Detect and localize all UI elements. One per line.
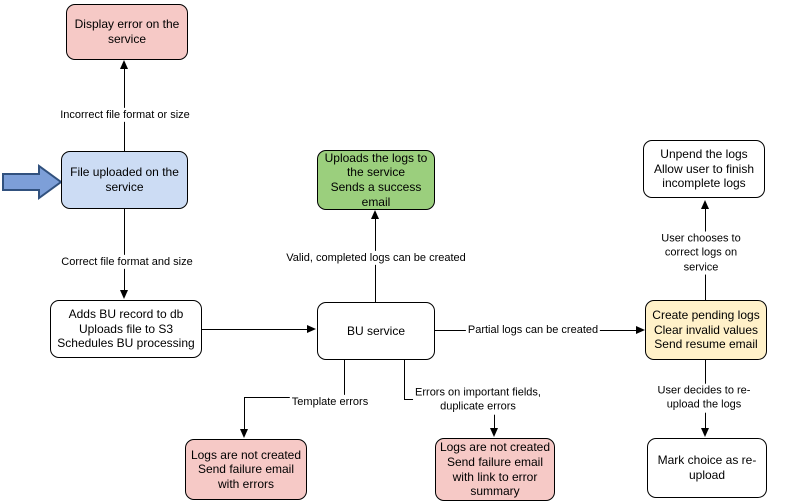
arrowhead-to-adds-bu — [120, 290, 128, 299]
arrowhead-to-unpend — [701, 200, 709, 209]
node-mark-choice-label: Mark choice as re- upload — [657, 453, 757, 482]
edge-label-choose: User chooses to correct logs on service — [651, 231, 751, 275]
edge-adds-to-service-line — [202, 329, 308, 331]
node-create-pending-label: Create pending logs Clear invalid values… — [652, 308, 760, 352]
node-create-pending: Create pending logs Clear invalid values… — [645, 300, 767, 360]
node-fail-fields: Logs are not created Send failure email … — [435, 438, 555, 501]
edge-label-fields: Errors on important fields, duplicate er… — [413, 385, 543, 415]
node-uploads-logs: Uploads the logs to the service Sends a … — [317, 150, 435, 210]
node-adds-bu-record: Adds BU record to db Uploads file to S3 … — [50, 300, 202, 358]
edge-label-template: Template errors — [289, 394, 371, 410]
edge-correct-line — [124, 209, 126, 291]
edge-label-reupload: User decides to re-upload the logs — [655, 383, 753, 413]
node-fail-fields-label: Logs are not created Send failure email … — [439, 440, 551, 499]
node-fail-template: Logs are not created Send failure email … — [185, 439, 307, 500]
edge-label-correct: Correct file format and size — [59, 254, 195, 270]
node-unpend-logs-label: Unpend the logs Allow user to finish inc… — [653, 147, 755, 191]
node-unpend-logs: Unpend the logs Allow user to finish inc… — [643, 140, 765, 198]
node-bu-service-label: BU service — [346, 323, 405, 338]
arrowhead-to-mark-choice — [701, 428, 709, 437]
node-file-uploaded-label: File uploaded on the service — [70, 165, 179, 194]
node-adds-bu-record-label: Adds BU record to db Uploads file to S3 … — [57, 307, 195, 351]
arrowhead-to-display-error — [120, 60, 128, 69]
node-display-error-label: Display error on the service — [74, 17, 180, 46]
edge-template-line-1 — [344, 360, 346, 398]
edge-fields-line-1 — [404, 360, 406, 400]
node-file-uploaded: File uploaded on the service — [61, 151, 188, 209]
arrowhead-to-create-pending — [636, 326, 645, 334]
node-mark-choice: Mark choice as re- upload — [647, 438, 767, 498]
arrowhead-to-fail-template — [240, 429, 248, 438]
arrowhead-to-fail-fields — [490, 428, 498, 437]
node-fail-template-label: Logs are not created Send failure email … — [190, 447, 302, 491]
node-bu-service: BU service — [317, 302, 435, 360]
arrowhead-to-bu-service — [307, 325, 316, 333]
node-display-error: Display error on the service — [66, 4, 188, 60]
edge-label-valid: Valid, completed logs can be created — [284, 250, 468, 266]
edge-label-partial: Partial logs can be created — [465, 322, 601, 338]
node-uploads-logs-label: Uploads the logs to the service Sends a … — [324, 150, 428, 209]
arrowhead-to-uploads-logs — [371, 210, 379, 219]
edge-label-incorrect: Incorrect file format or size — [58, 107, 192, 123]
input-arrow-icon — [2, 164, 63, 200]
edge-template-line-3 — [244, 397, 246, 429]
